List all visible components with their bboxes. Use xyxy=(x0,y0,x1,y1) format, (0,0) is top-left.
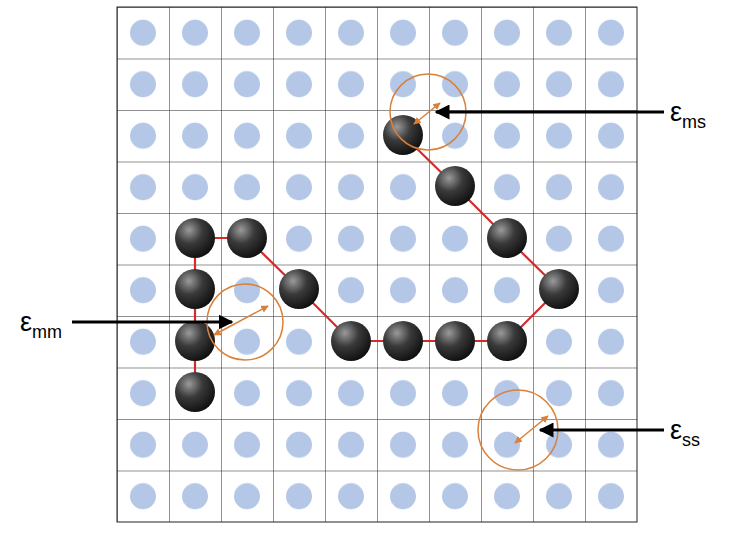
energy-label: εmm xyxy=(20,305,62,342)
monomer-bead xyxy=(435,166,475,206)
monomer-bead xyxy=(175,218,215,258)
monomer-bead xyxy=(539,269,579,309)
lattice-grid xyxy=(117,7,637,522)
monomer-bead xyxy=(435,321,475,361)
lattice-border xyxy=(117,7,637,522)
leader-arrow xyxy=(436,111,664,114)
monomer-bead xyxy=(279,269,319,309)
leader-arrow xyxy=(72,321,232,324)
monomer-bead xyxy=(331,321,371,361)
monomer-bead xyxy=(487,218,527,258)
monomer-bead xyxy=(227,218,267,258)
monomer-bead xyxy=(175,269,215,309)
monomer-bead xyxy=(487,321,527,361)
leader-arrow xyxy=(540,429,664,432)
polymer-bond xyxy=(195,135,559,392)
monomer-bead xyxy=(175,372,215,412)
energy-label: εms xyxy=(670,95,706,132)
energy-label: εss xyxy=(670,413,700,450)
monomer-bead xyxy=(383,321,423,361)
monomer-beads xyxy=(175,115,579,412)
monomer-bead xyxy=(175,321,215,361)
